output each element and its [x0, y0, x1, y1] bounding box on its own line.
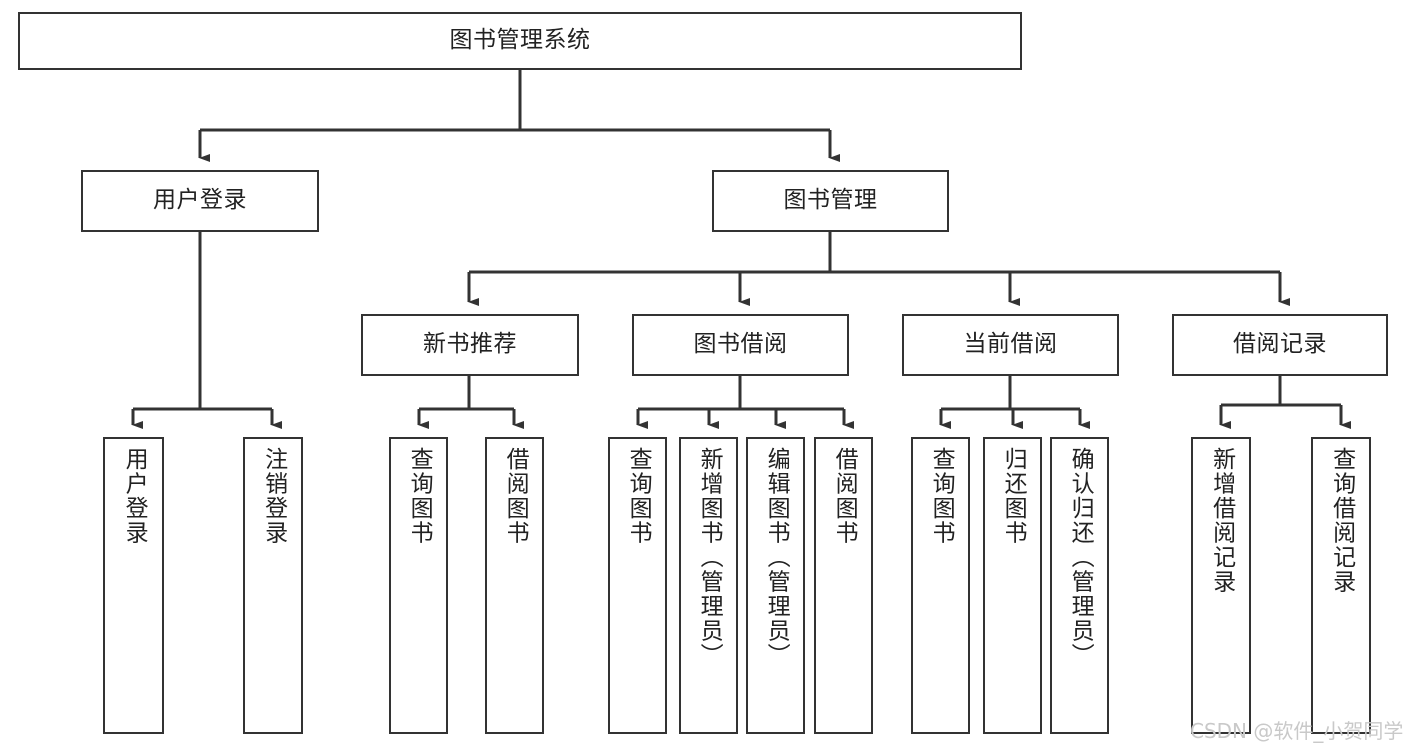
leaf-add-borrow-record-label: 新增借阅记录 — [1208, 447, 1235, 594]
node-current-borrow[interactable]: 当前借阅 — [902, 314, 1119, 376]
leaf-logout-label: 注销登录 — [260, 447, 287, 545]
leaf-edit-book-admin[interactable]: 编辑图书（管理员） — [746, 437, 805, 734]
node-root[interactable]: 图书管理系统 — [18, 12, 1022, 70]
leaf-query-borrow-record-label: 查询借阅记录 — [1328, 447, 1355, 594]
node-new-book-recommend[interactable]: 新书推荐 — [361, 314, 579, 376]
edges-borrow-to-leaves — [636, 376, 854, 429]
leaf-borrow-book[interactable]: 借阅图书 — [814, 437, 873, 734]
edges-root-to-level2 — [198, 70, 840, 162]
edges-current-borrow-to-leaves — [939, 376, 1090, 429]
leaf-borrow-book-newbook-label: 借阅图书 — [502, 447, 529, 545]
node-user-login[interactable]: 用户登录 — [81, 170, 319, 232]
edges-borrow-record-to-leaves — [1219, 376, 1351, 429]
leaf-borrow-book-label: 借阅图书 — [831, 447, 858, 545]
node-new-book-recommend-label: 新书推荐 — [423, 331, 517, 358]
leaf-return-book-label: 归还图书 — [1000, 447, 1027, 545]
leaf-borrow-book-newbook[interactable]: 借阅图书 — [485, 437, 544, 734]
node-borrow-record-label: 借阅记录 — [1233, 331, 1327, 358]
leaf-add-book-admin[interactable]: 新增图书（管理员） — [679, 437, 738, 734]
node-current-borrow-label: 当前借阅 — [963, 331, 1058, 358]
leaf-edit-book-admin-label: 编辑图书（管理员） — [763, 447, 790, 668]
leaf-query-borrow-record[interactable]: 查询借阅记录 — [1311, 437, 1371, 734]
leaf-add-book-admin-label: 新增图书（管理员） — [696, 447, 723, 668]
leaf-query-book-current[interactable]: 查询图书 — [911, 437, 970, 734]
leaf-add-borrow-record[interactable]: 新增借阅记录 — [1191, 437, 1251, 734]
leaf-confirm-return-admin[interactable]: 确认归还（管理员） — [1050, 437, 1109, 734]
edges-user-login-to-leaves — [131, 232, 282, 429]
edges-book-management-to-level3 — [467, 232, 1290, 306]
node-book-borrow[interactable]: 图书借阅 — [632, 314, 849, 376]
edges-new-book-to-leaves — [417, 376, 524, 429]
leaf-return-book[interactable]: 归还图书 — [983, 437, 1042, 734]
leaf-query-book-newbook[interactable]: 查询图书 — [389, 437, 448, 734]
leaf-user-login-label: 用户登录 — [121, 447, 148, 545]
leaf-query-book-newbook-label: 查询图书 — [406, 447, 433, 545]
node-user-login-label: 用户登录 — [153, 187, 247, 214]
leaf-query-book-current-label: 查询图书 — [928, 447, 955, 545]
node-borrow-record[interactable]: 借阅记录 — [1172, 314, 1388, 376]
leaf-query-book-borrow-label: 查询图书 — [625, 447, 652, 545]
node-book-borrow-label: 图书借阅 — [693, 331, 788, 358]
leaf-query-book-borrow[interactable]: 查询图书 — [608, 437, 667, 734]
node-root-label: 图书管理系统 — [449, 27, 591, 54]
leaf-logout[interactable]: 注销登录 — [243, 437, 303, 734]
leaf-confirm-return-admin-label: 确认归还（管理员） — [1067, 447, 1094, 668]
node-book-management-label: 图书管理 — [783, 187, 878, 214]
node-book-management[interactable]: 图书管理 — [712, 170, 949, 232]
leaf-user-login[interactable]: 用户登录 — [103, 437, 164, 734]
